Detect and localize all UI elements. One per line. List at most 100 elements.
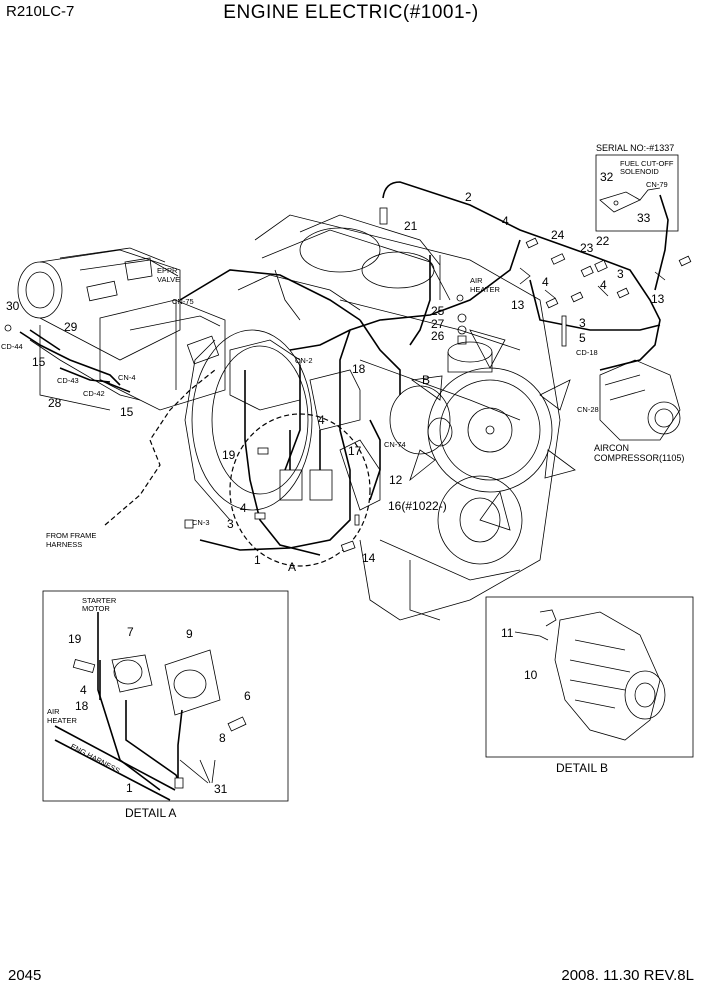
serial-box: SERIAL NO:-#1337 FUEL CUT-OFF SOLENOID C… — [595, 143, 679, 232]
detail-a-title: DETAIL A — [125, 806, 176, 820]
callout-4: 4 — [502, 214, 509, 228]
callout-13: 13 — [651, 292, 665, 306]
callout-2: 2 — [465, 190, 472, 204]
fuel-cutoff-solenoid-icon — [599, 191, 641, 213]
connector-cd42: CD-42 — [83, 389, 105, 398]
detail-a-4: 4 — [80, 683, 87, 697]
detail-a-31: 31 — [214, 782, 228, 796]
engine-block-illustration — [184, 214, 576, 621]
serial-box-title: SERIAL NO:-#1337 — [596, 143, 674, 153]
serial-box-connector: CN-79 — [646, 180, 668, 189]
aircon-label-2: COMPRESSOR(1105) — [594, 453, 684, 463]
callout-14: 14 — [362, 551, 376, 565]
cooling-fan — [427, 367, 553, 493]
callout-18: 18 — [352, 362, 366, 376]
date-revision: 2008. 11.30 REV.8L — [561, 967, 694, 984]
alternator-detail-icon — [554, 611, 661, 741]
from-frame-label-2: HARNESS — [46, 540, 82, 549]
connector-labels: CN-75 CN-2 CN-3 CN-74 CD-18 CN-28 CD-44 … — [1, 266, 684, 549]
detail-b-10: 10 — [524, 668, 538, 682]
callouts: 2 21 4 24 23 22 3 4 4 13 13 3 5 25 27 26… — [6, 190, 665, 574]
connector-cn74: CN-74 — [384, 440, 406, 449]
callout-3b: 3 — [579, 316, 586, 330]
aircon-compressor — [599, 359, 681, 441]
callout-29: 29 — [64, 320, 78, 334]
serial-part-32: 32 — [600, 170, 614, 184]
connector-cd44: CD-44 — [1, 342, 23, 351]
solenoid-icon — [173, 669, 207, 699]
callout-3: 3 — [617, 267, 624, 281]
callout-13b: 13 — [511, 298, 525, 312]
relay-icon — [111, 654, 153, 693]
connector-cd43: CD-43 — [57, 376, 79, 385]
connector-cn4: CN-4 — [118, 373, 136, 382]
aircon-label-1: AIRCON — [594, 443, 629, 453]
detail-a-7: 7 — [127, 625, 134, 639]
callout-1: 1 — [254, 553, 261, 567]
detail-a-panel: STARTER MOTOR AIR HEATER ENG HARNESS 19 … — [42, 590, 289, 802]
model-code: R210LC-7 — [6, 3, 75, 20]
hydraulic-pump-illustration — [17, 247, 226, 411]
callout-4e: 4 — [240, 501, 247, 515]
detail-a-19: 19 — [68, 632, 82, 646]
callout-24: 24 — [551, 228, 565, 242]
air-heater-label-1: AIR — [470, 276, 483, 285]
callout-B: B — [422, 373, 430, 387]
wire-harness — [19, 181, 669, 556]
connector-cd18: CD-18 — [576, 348, 598, 357]
callout-22: 22 — [596, 234, 610, 248]
serial-box-label-2: SOLENOID — [620, 167, 659, 176]
starter-motor — [229, 339, 301, 411]
detail-a-starter-1: STARTER — [82, 596, 117, 605]
callout-4d: 4 — [318, 413, 325, 427]
eppr-valve-label-2: VALVE — [157, 275, 180, 284]
page-title: ENGINE ELECTRIC(#1001-) — [223, 2, 479, 23]
serial-box-label-1: FUEL CUT-OFF — [620, 159, 674, 168]
callout-23: 23 — [580, 241, 594, 255]
callout-A: A — [288, 560, 296, 574]
air-heater-label-2: HEATER — [470, 285, 500, 294]
callout-30: 30 — [6, 299, 20, 313]
connector-cn2: CN-2 — [295, 356, 313, 365]
detail-b-title: DETAIL B — [556, 761, 608, 775]
connector-cn75: CN-75 — [172, 297, 194, 306]
callout-27: 27 — [431, 317, 445, 331]
serial-part-33: 33 — [637, 211, 651, 225]
callout-21: 21 — [404, 219, 418, 233]
callout-17: 17 — [348, 444, 362, 458]
callout-4b: 4 — [600, 278, 607, 292]
callout-28: 28 — [48, 396, 62, 410]
detail-b-frame — [485, 596, 694, 758]
callout-19: 19 — [222, 448, 236, 462]
detail-a-18: 18 — [75, 699, 89, 713]
detail-b-panel: 11 10 — [485, 596, 694, 758]
serial-box-frame — [595, 154, 679, 232]
callout-15b: 15 — [120, 405, 134, 419]
detail-a-starter-2: MOTOR — [82, 604, 110, 613]
detail-a-air-2: HEATER — [47, 716, 77, 725]
alternator — [389, 385, 451, 455]
detail-a-air-1: AIR — [47, 707, 60, 716]
callout-25: 25 — [431, 304, 445, 318]
small-parts — [4, 207, 692, 553]
detail-a-marker-circle — [229, 413, 371, 567]
eppr-valve-label-1: EPPR — [157, 266, 178, 275]
callout-3c: 3 — [227, 517, 234, 531]
detail-a-6: 6 — [244, 689, 251, 703]
connector-cn28: CN-28 — [577, 405, 599, 414]
from-frame-label-1: FROM FRAME — [46, 531, 96, 540]
detail-a-9: 9 — [186, 627, 193, 641]
callout-4c: 4 — [542, 275, 549, 289]
callout-26: 26 — [431, 329, 445, 343]
connector-cn3: CN-3 — [192, 518, 210, 527]
page-number: 2045 — [8, 967, 42, 984]
callout-15: 15 — [32, 355, 46, 369]
detail-a-8: 8 — [219, 731, 226, 745]
callout-16: 16(#1022-) — [388, 499, 447, 513]
detail-a-frame — [42, 590, 289, 802]
callout-5: 5 — [579, 331, 586, 345]
callout-12: 12 — [389, 473, 403, 487]
detail-a-1: 1 — [126, 781, 133, 795]
detail-b-11: 11 — [501, 626, 514, 640]
